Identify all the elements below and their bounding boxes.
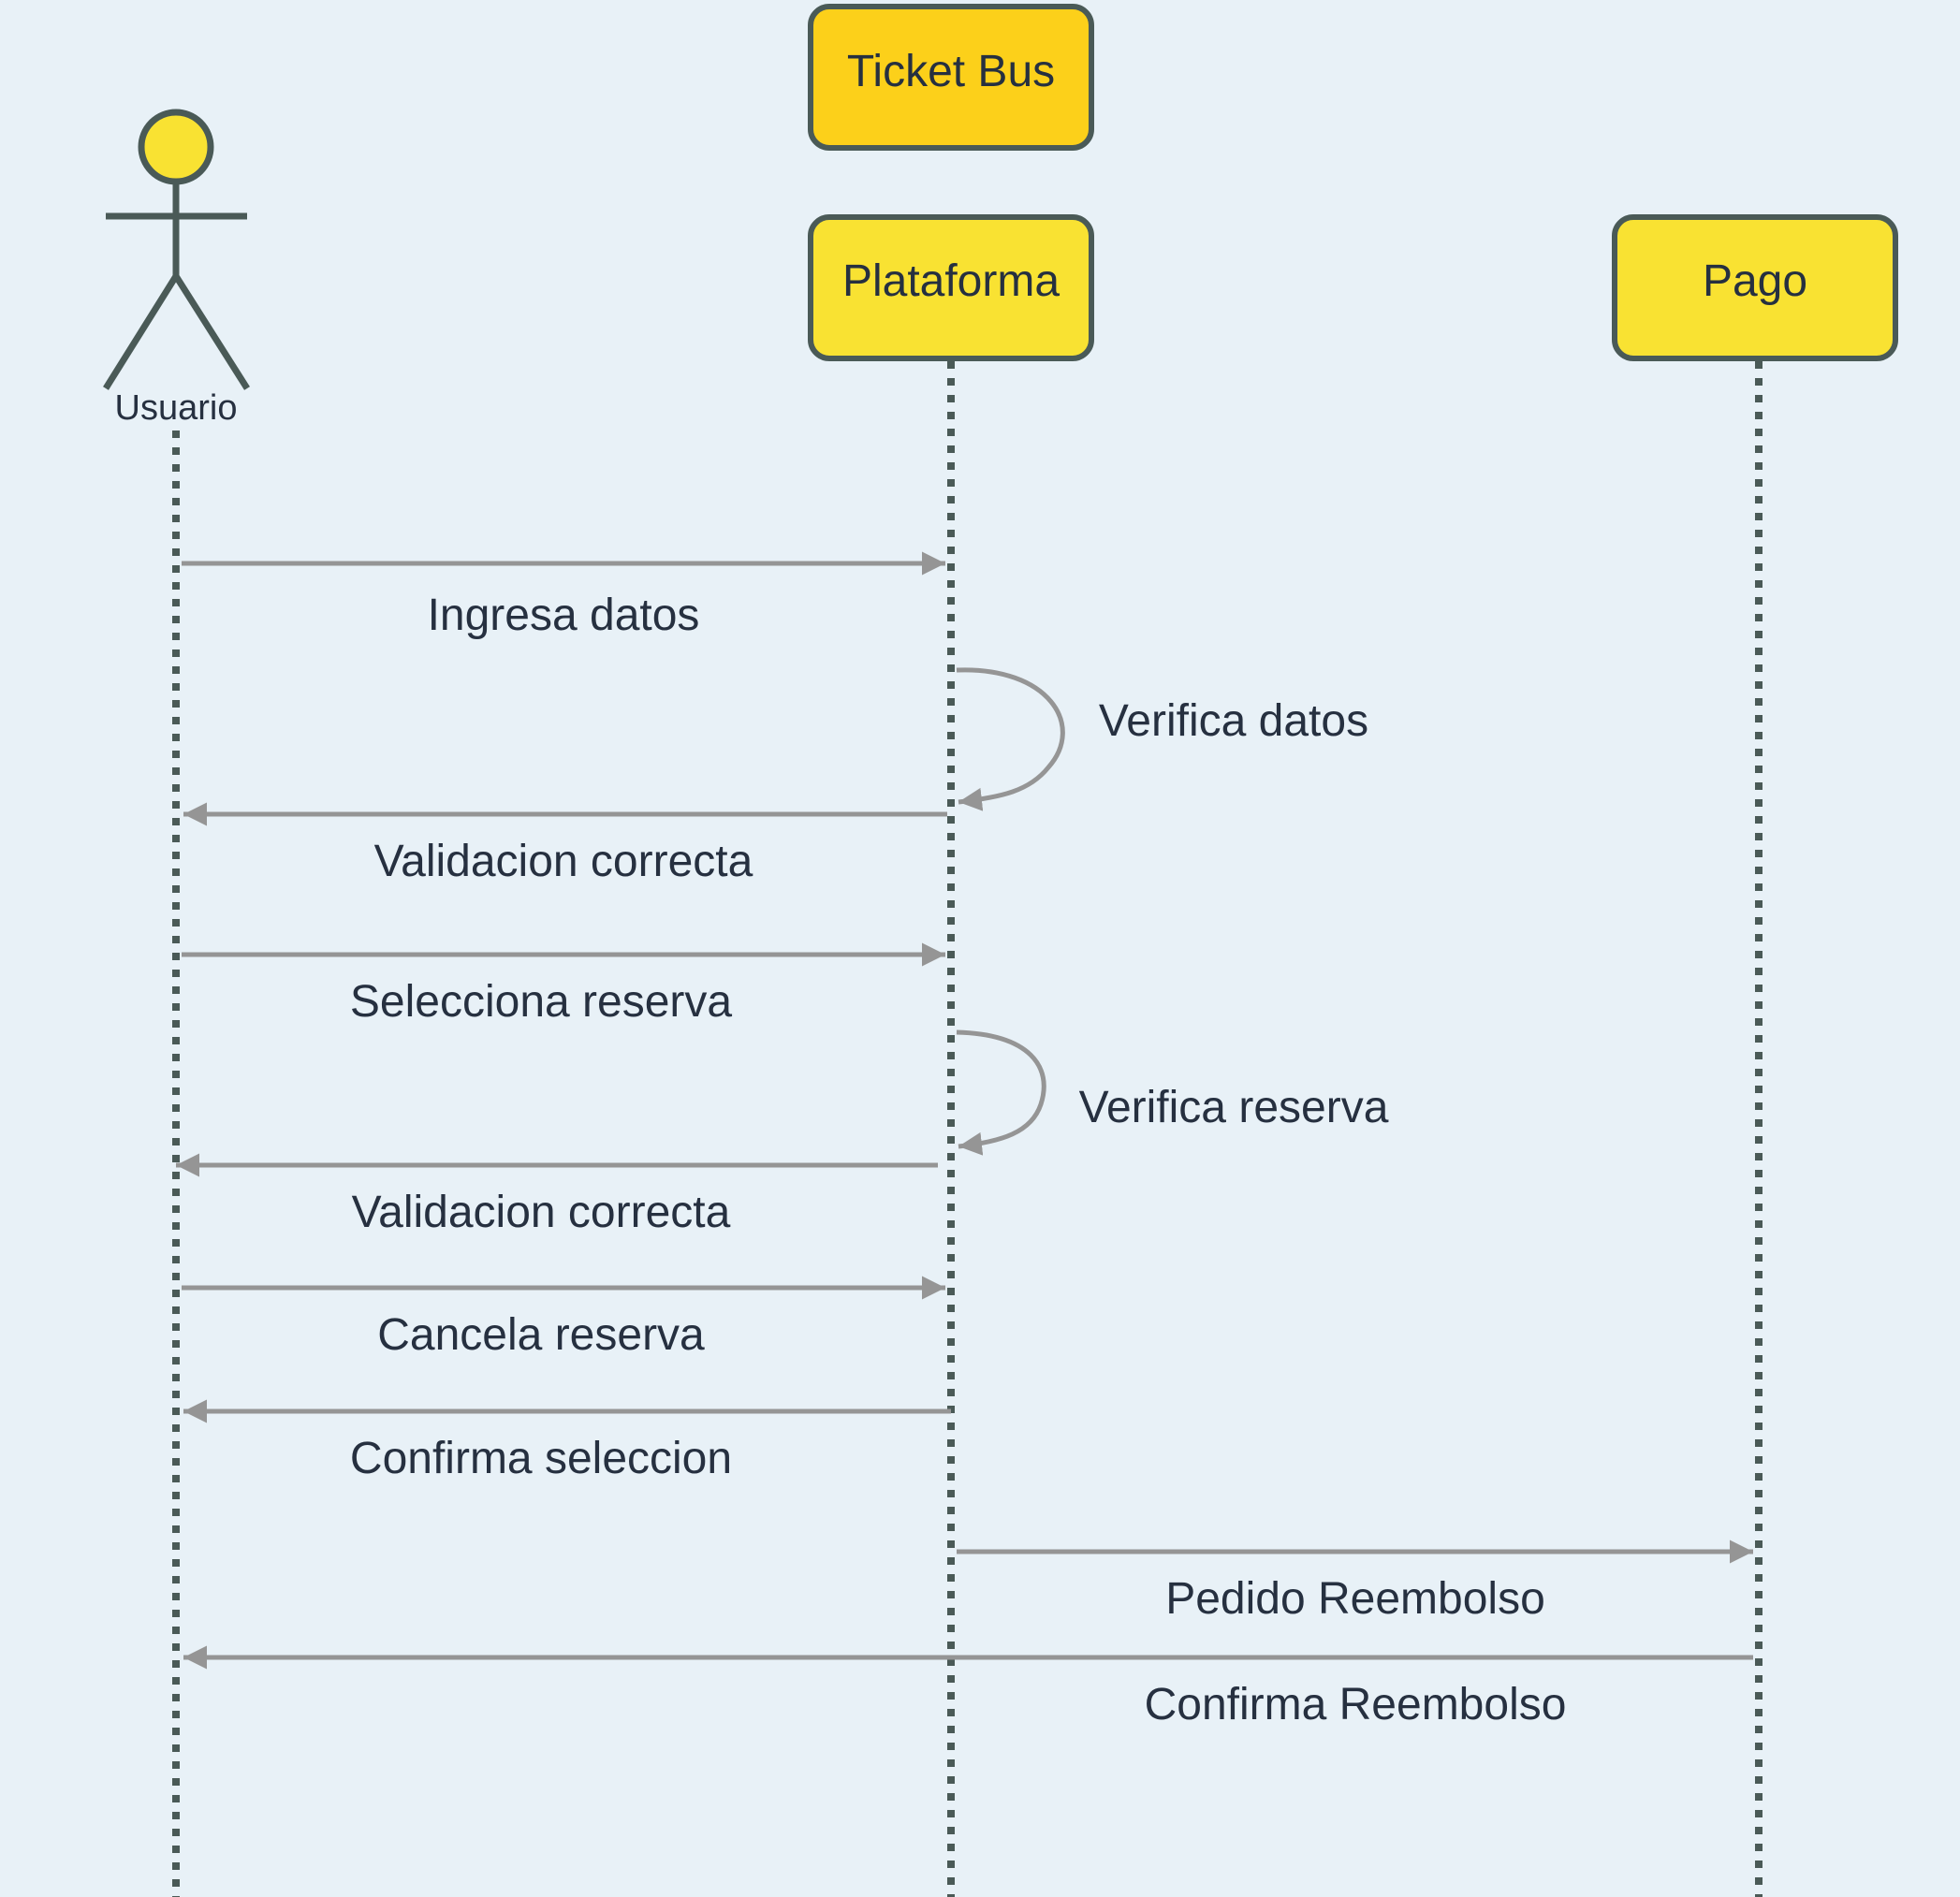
message-label: Cancela reserva — [377, 1310, 705, 1360]
actor-usuario[interactable]: Usuario — [103, 109, 250, 428]
message-confirma-seleccion[interactable]: Confirma seleccion — [183, 1399, 951, 1483]
message-selecciona-reserva[interactable]: Selecciona reserva — [182, 942, 945, 1027]
participant-label: Plataforma — [842, 256, 1060, 306]
message-validacion-correcta-2[interactable]: Validacion correcta — [176, 1153, 938, 1237]
participant-pago[interactable]: Pago — [1612, 214, 1898, 361]
message-cancela-reserva[interactable]: Cancela reserva — [182, 1276, 945, 1360]
actor-head — [138, 109, 214, 185]
message-label: Ingresa datos — [428, 591, 700, 640]
title-label: Ticket Bus — [847, 47, 1055, 96]
message-confirma-reembolso[interactable]: Confirma Reembolso — [183, 1645, 1753, 1729]
message-label: Verifica reserva — [1079, 1083, 1389, 1132]
message-validacion-correcta-1[interactable]: Validacion correcta — [183, 802, 947, 886]
message-label: Confirma seleccion — [350, 1434, 732, 1483]
message-label: Validacion correcta — [374, 837, 753, 886]
title-box — [808, 4, 1094, 151]
self-message-arrow — [956, 667, 1065, 811]
participant-plataforma[interactable]: Plataforma — [808, 214, 1094, 361]
self-message-arrow — [956, 1029, 1046, 1156]
actor-left-leg — [103, 274, 179, 390]
diagram-title: Ticket Bus — [808, 4, 1094, 151]
participant-box — [808, 214, 1094, 361]
message-verifica-reserva[interactable]: Verifica reserva — [956, 1029, 1389, 1156]
participant-box — [1612, 214, 1898, 361]
message-label: Selecciona reserva — [350, 977, 733, 1027]
message-label: Verifica datos — [1099, 696, 1368, 746]
actor-label: Usuario — [115, 388, 238, 428]
message-label: Pedido Reembolso — [1165, 1574, 1545, 1624]
message-verifica-datos[interactable]: Verifica datos — [956, 667, 1368, 811]
message-label: Confirma Reembolso — [1145, 1680, 1567, 1729]
message-ingresa-datos[interactable]: Ingresa datos — [182, 551, 945, 640]
message-pedido-reembolso[interactable]: Pedido Reembolso — [957, 1539, 1753, 1624]
participant-label: Pago — [1703, 256, 1807, 306]
message-label: Validacion correcta — [352, 1188, 731, 1237]
actor-right-leg — [173, 274, 250, 390]
